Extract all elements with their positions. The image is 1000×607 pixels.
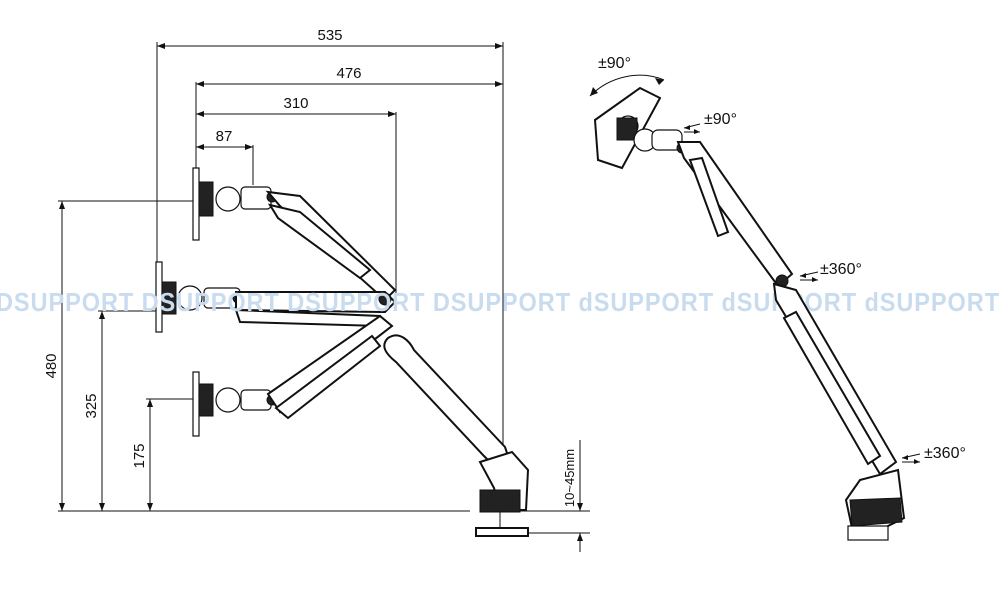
dim-325: 325 xyxy=(83,311,105,511)
watermark-text: DSUPPORT DSUPPORT DSUPPORT DSUPPORT dSUP… xyxy=(0,287,1000,317)
dim-535-label: 535 xyxy=(317,27,342,44)
dim-325-label: 325 xyxy=(83,393,100,418)
base-rotation-indicator: ±360° xyxy=(901,445,966,464)
pole-and-clamp xyxy=(383,334,530,537)
dim-535: 535 xyxy=(157,27,503,49)
dim-476: 476 xyxy=(196,65,503,87)
dim-desk-thickness: 10~45mm xyxy=(520,440,590,552)
dim-175: 175 xyxy=(131,399,153,511)
swivel-rotation-indicator: ±90° xyxy=(683,111,737,134)
side-view-drawing: 535 476 310 87 480 xyxy=(43,27,590,552)
arm-position-top xyxy=(192,167,397,302)
perspective-view-drawing: ±90° ±90° ±360° ±360° xyxy=(589,55,966,541)
tilt-rotation-label: ±90° xyxy=(598,55,631,72)
dim-310: 310 xyxy=(196,95,396,117)
swivel-rotation-label: ±90° xyxy=(704,111,737,128)
tilt-rotation-indicator: ±90° xyxy=(589,55,665,97)
arm-position-bottom xyxy=(192,314,394,437)
dim-480-label: 480 xyxy=(43,353,60,378)
elbow-rotation-label: ±360° xyxy=(820,261,862,278)
elbow-rotation-indicator: ±360° xyxy=(799,261,862,282)
dim-87: 87 xyxy=(196,128,253,150)
base-rotation-label: ±360° xyxy=(924,445,966,462)
dim-87-label: 87 xyxy=(216,128,233,145)
dim-310-label: 310 xyxy=(283,95,308,112)
dim-480: 480 xyxy=(43,201,65,511)
dim-175-label: 175 xyxy=(131,443,148,468)
arm-position-middle xyxy=(155,261,397,333)
dim-476-label: 476 xyxy=(336,65,361,82)
dim-desk-thickness-label: 10~45mm xyxy=(562,449,577,507)
